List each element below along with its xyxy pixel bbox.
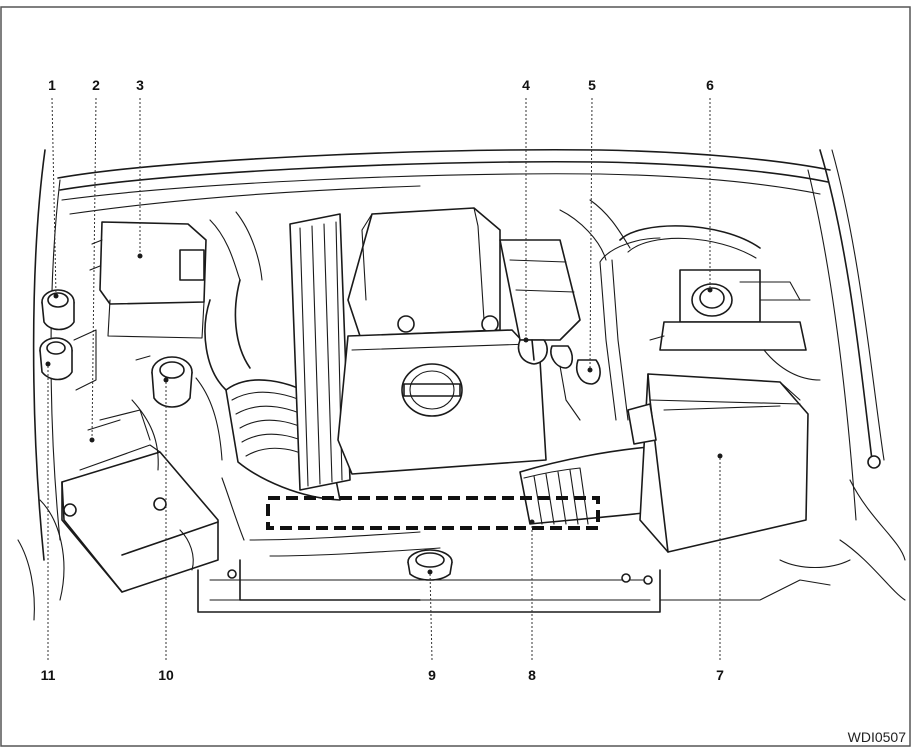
- figure-reference-code: WDI0507: [848, 729, 907, 745]
- callout-5: 5: [588, 77, 596, 93]
- leader-lines: [45, 97, 723, 661]
- callout-10: 10: [158, 667, 174, 683]
- callout-4: 4: [522, 77, 530, 93]
- callout-labels: 1 2 3 4 5 6 7 8 9 10 11: [41, 77, 725, 683]
- callout-7: 7: [716, 667, 724, 683]
- callout-2: 2: [92, 77, 100, 93]
- callout-11: 11: [41, 667, 56, 683]
- diagram-frame: [0, 6, 911, 747]
- callout-6: 6: [706, 77, 714, 93]
- callout-8: 8: [528, 667, 536, 683]
- hidden-component-dashed-box: [266, 496, 600, 530]
- callout-9: 9: [428, 667, 436, 683]
- callout-3: 3: [136, 77, 144, 93]
- callout-1: 1: [48, 77, 56, 93]
- engine-illustration: [17, 148, 906, 621]
